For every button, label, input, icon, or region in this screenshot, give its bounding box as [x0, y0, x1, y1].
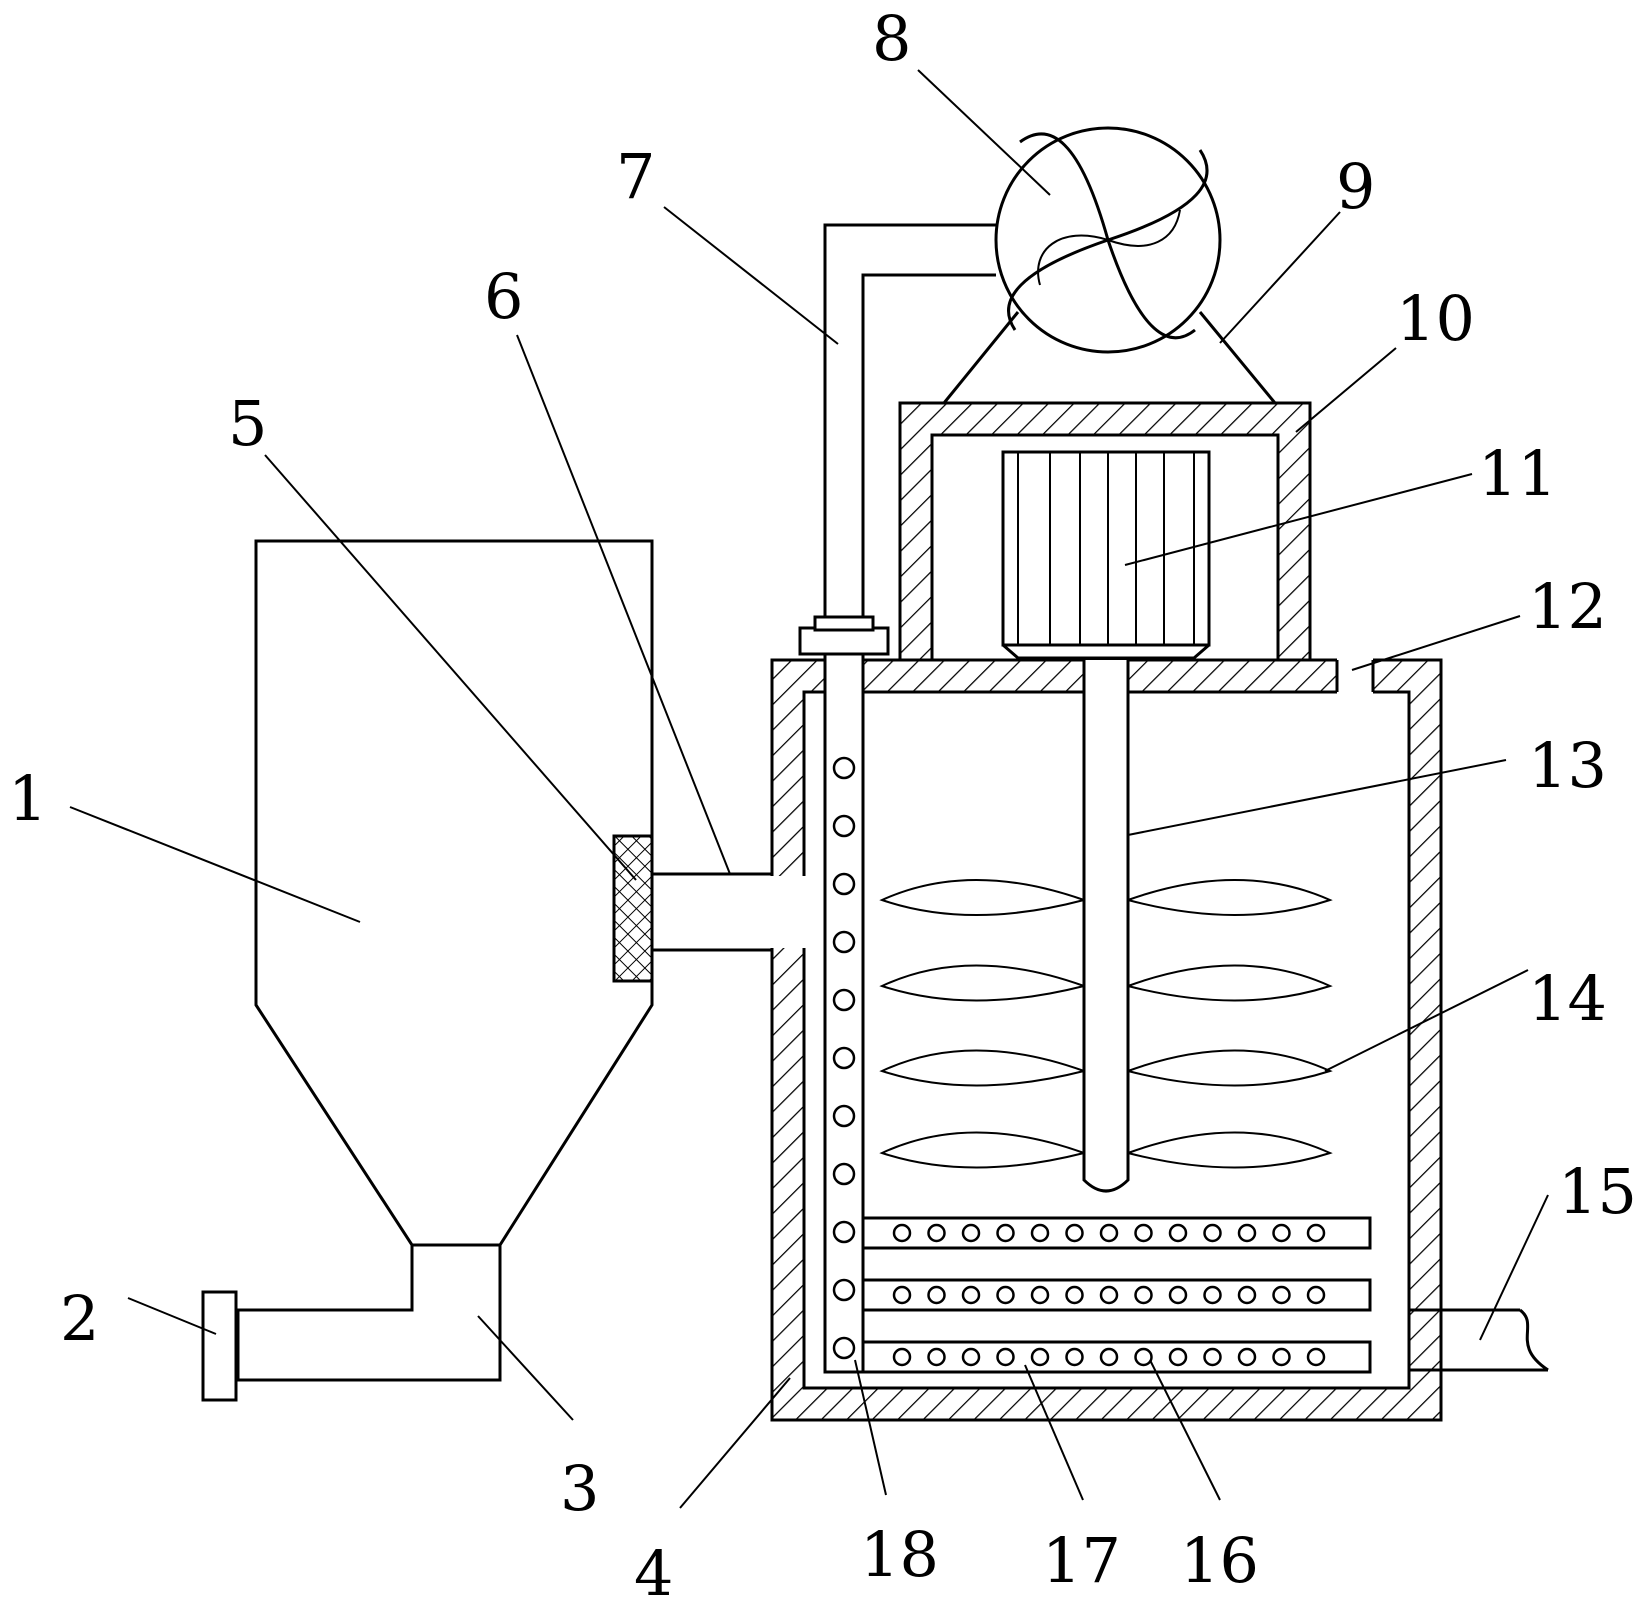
- pipe-hole: [832, 930, 856, 954]
- label-9: 9: [1336, 150, 1375, 223]
- label-5: 5: [228, 387, 267, 460]
- pipe-hole: [1099, 1285, 1119, 1305]
- pipe-hole: [1134, 1285, 1153, 1305]
- filter-screen: [612, 834, 654, 983]
- pipe-hole: [927, 1347, 946, 1367]
- pipe-hole: [996, 1223, 1015, 1243]
- fan-support: [942, 311, 1277, 404]
- pipe-hole: [1272, 1285, 1291, 1305]
- pipe-hole: [1306, 1347, 1326, 1367]
- pipe-hole: [1030, 1347, 1050, 1367]
- pipe-hole: [832, 1046, 856, 1070]
- pipe-hole: [927, 1223, 946, 1243]
- label-6: 6: [484, 260, 523, 333]
- pipe-hole: [1237, 1223, 1257, 1243]
- label-13: 13: [1528, 729, 1607, 802]
- label-4: 4: [634, 1537, 673, 1599]
- pipe-hole: [1272, 1223, 1291, 1243]
- vertical-pipe-holes: [832, 756, 856, 1360]
- pipe-hole: [832, 872, 856, 896]
- pipe-hole: [1168, 1347, 1188, 1367]
- horizontal-pipe-holes: [892, 1223, 1326, 1367]
- valve-flange: [201, 1290, 238, 1402]
- fan: [994, 126, 1222, 354]
- pipe-hole: [1099, 1223, 1119, 1243]
- label-1: 1: [8, 762, 47, 835]
- label-2: 2: [60, 1282, 99, 1355]
- pipe-hole: [892, 1285, 912, 1305]
- pipe-hole: [892, 1347, 912, 1367]
- air-pipe: [823, 223, 1000, 617]
- pipe-hole: [961, 1223, 981, 1243]
- pipe-hole: [832, 814, 856, 838]
- pipe-hole: [1306, 1223, 1326, 1243]
- pipe-hole: [961, 1347, 981, 1367]
- outlet-pipe: [1409, 1308, 1549, 1372]
- pipe-hole: [961, 1285, 981, 1305]
- pipe-hole: [1134, 1223, 1153, 1243]
- stirring-shaft: [1082, 660, 1130, 1193]
- vertical-aeration-pipe: [798, 615, 890, 1374]
- pipe-hole: [832, 1162, 856, 1186]
- pipe-hole: [1272, 1347, 1291, 1367]
- label-15: 15: [1558, 1155, 1637, 1228]
- pipe-hole: [927, 1285, 946, 1305]
- pipe-hole: [1168, 1285, 1188, 1305]
- pipe-hole: [1203, 1285, 1222, 1305]
- label-12: 12: [1528, 570, 1607, 643]
- label-11: 11: [1478, 437, 1557, 510]
- pipe-hole: [1237, 1347, 1257, 1367]
- pipe-hole: [1065, 1285, 1084, 1305]
- pipe-hole: [1065, 1347, 1084, 1367]
- label-16: 16: [1180, 1524, 1259, 1597]
- pipe-hole: [1203, 1223, 1222, 1243]
- pipe-hole: [1030, 1285, 1050, 1305]
- pipe-hole: [1168, 1223, 1188, 1243]
- pipe-hole: [832, 988, 856, 1012]
- pipe-hole: [1134, 1347, 1153, 1367]
- pipe-hole: [1203, 1347, 1222, 1367]
- label-17: 17: [1042, 1524, 1121, 1597]
- pipe-hole: [832, 756, 856, 780]
- pipe-hole: [892, 1223, 912, 1243]
- label-3: 3: [560, 1452, 599, 1525]
- pipe-hole: [1306, 1285, 1326, 1305]
- pipe-hole: [1099, 1347, 1119, 1367]
- pipe-hole: [1065, 1223, 1084, 1243]
- connecting-pipe: [652, 872, 772, 952]
- stirring-blades: [879, 879, 1333, 1169]
- label-18: 18: [860, 1518, 939, 1591]
- pipe-hole: [832, 1220, 856, 1244]
- motor-housing: [898, 401, 1312, 660]
- motor: [1001, 450, 1211, 660]
- discharge-elbow: [236, 1243, 502, 1382]
- pipe-hole: [1030, 1223, 1050, 1243]
- pipe-hole: [832, 1278, 856, 1302]
- label-14: 14: [1528, 962, 1607, 1035]
- pipe-hole: [832, 1336, 856, 1360]
- label-8: 8: [872, 2, 911, 75]
- pipe-hole: [996, 1347, 1015, 1367]
- pipe-hole: [1237, 1285, 1257, 1305]
- pipe-hole: [996, 1285, 1015, 1305]
- hopper-tank: [254, 539, 654, 1247]
- pipe-hole: [832, 1104, 856, 1128]
- label-7: 7: [616, 140, 655, 213]
- leader-lines: [69, 69, 1549, 1509]
- label-10: 10: [1396, 282, 1475, 355]
